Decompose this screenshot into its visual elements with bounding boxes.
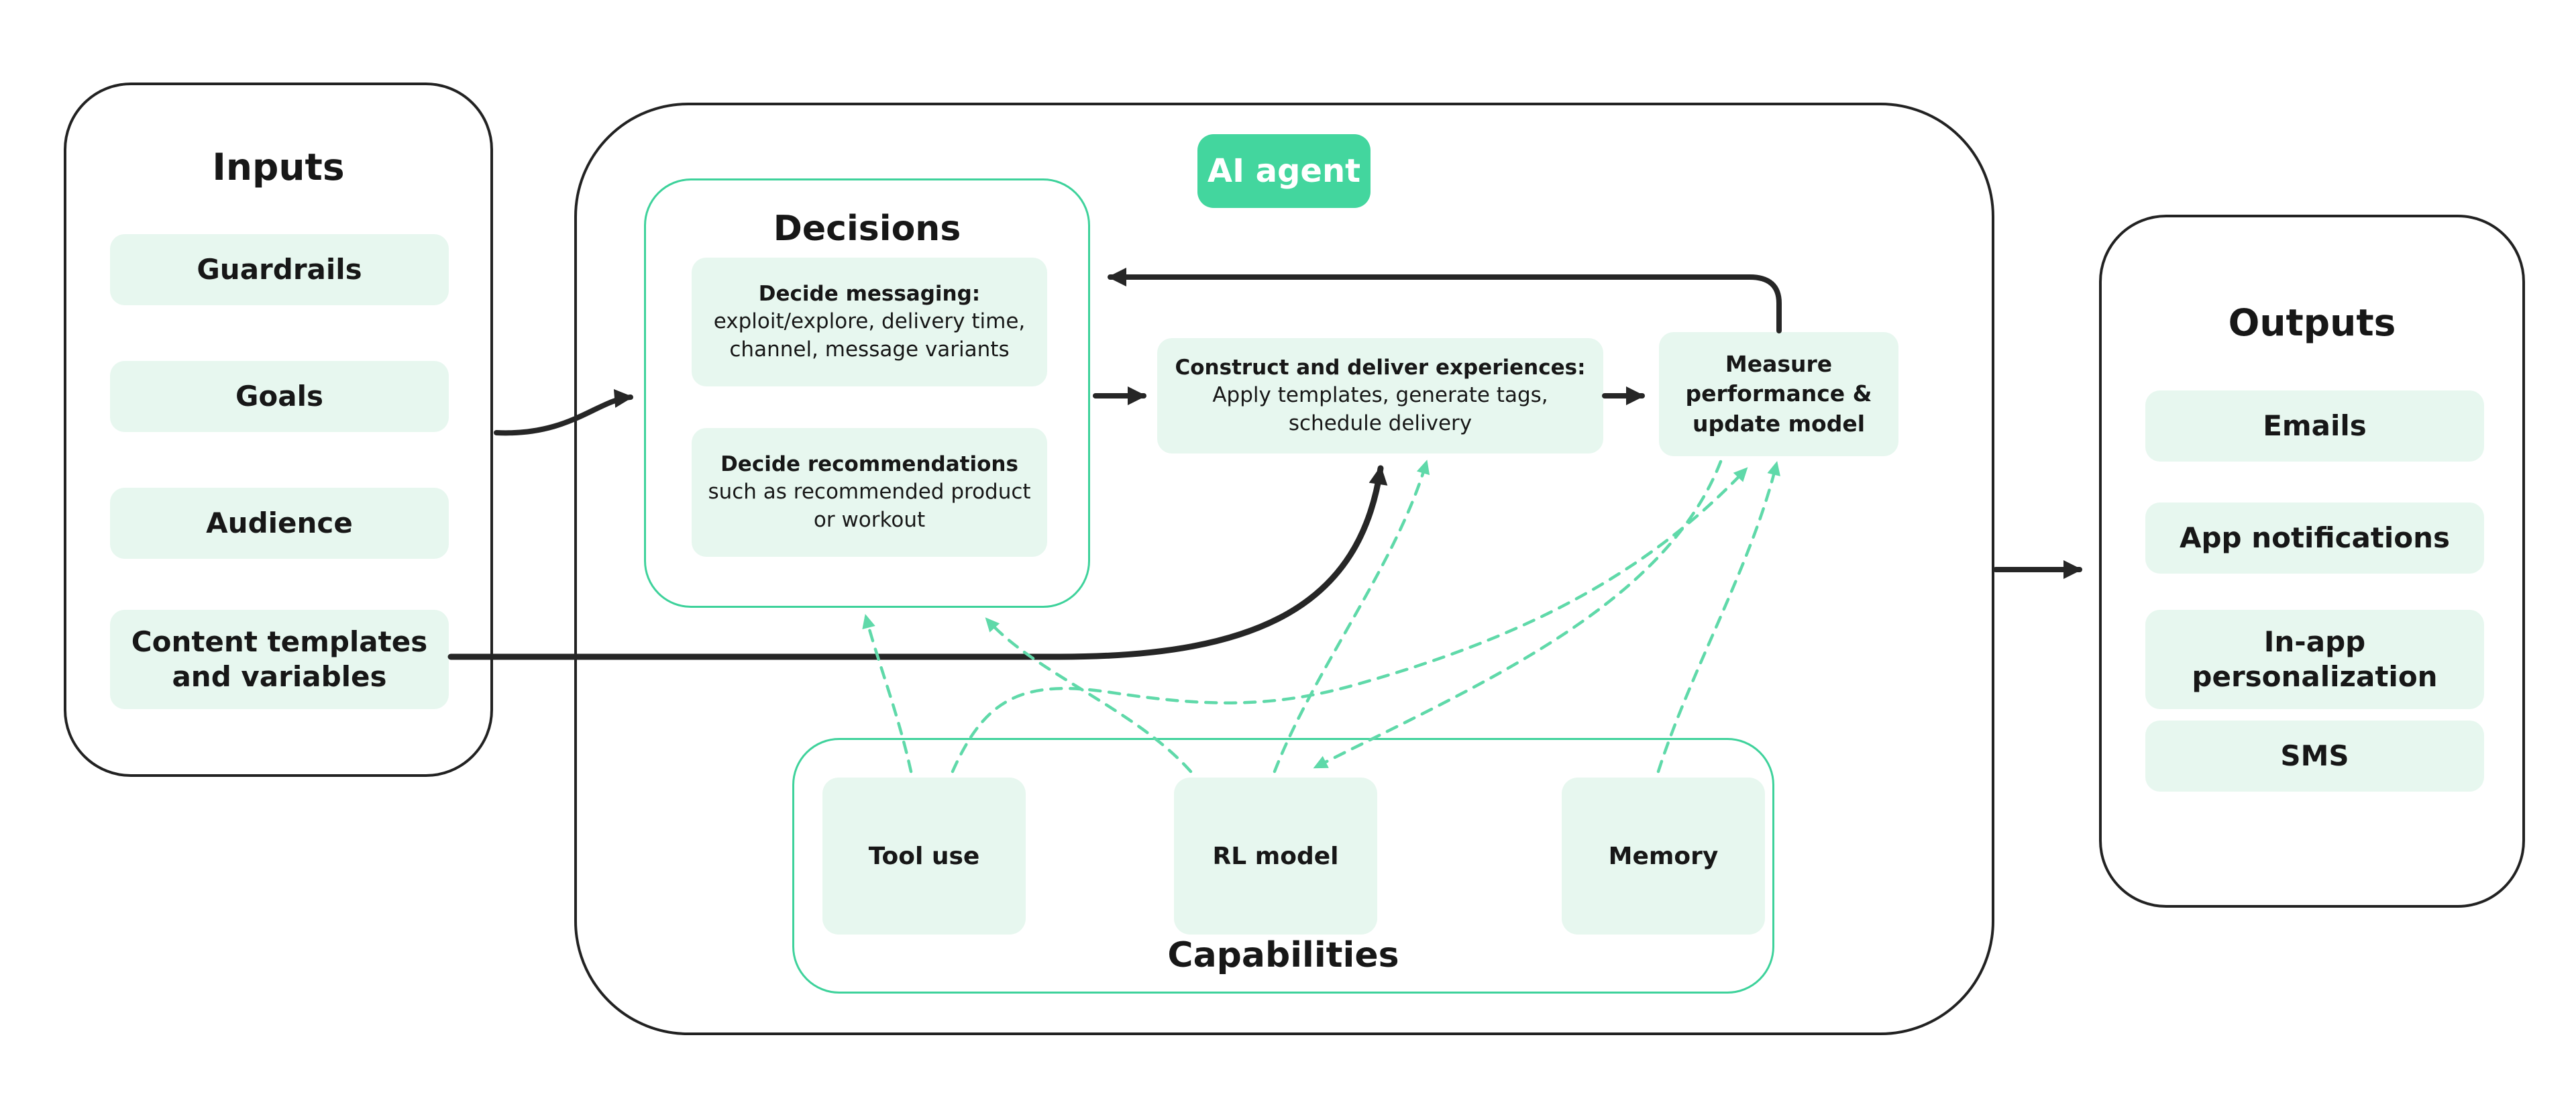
decide-recommendations-heading: Decide recommendations <box>720 452 1018 477</box>
construct-deliver-box: Construct and deliver experiences: Apply… <box>1157 338 1603 454</box>
decide-messaging-detail: exploit/explore, delivery time, channel,… <box>713 309 1026 362</box>
inputs-title: Inputs <box>212 146 345 189</box>
decisions-title: Decisions <box>773 209 961 249</box>
input-item-goals: Goals <box>110 361 449 432</box>
inputs-panel: Inputs Guardrails Goals Audience Content… <box>64 83 493 777</box>
capability-tool-use: Tool use <box>822 778 1026 935</box>
output-item-in-app-personalization: In-app personalization <box>2145 610 2484 709</box>
capabilities-title: Capabilities <box>1167 935 1399 975</box>
decide-messaging-heading: Decide messaging: <box>758 282 981 307</box>
measure-performance-label: Measure performance & update model <box>1685 350 1872 437</box>
input-item-audience: Audience <box>110 488 449 559</box>
construct-deliver-heading: Construct and deliver experiences: <box>1175 356 1586 380</box>
measure-performance-box: Measure performance & update model <box>1659 332 1898 456</box>
capability-memory: Memory <box>1562 778 1765 935</box>
outputs-panel: Outputs Emails App notifications In-app … <box>2099 215 2525 908</box>
output-item-emails: Emails <box>2145 390 2484 462</box>
construct-deliver-detail: Apply templates, generate tags, schedule… <box>1212 383 1548 435</box>
outputs-title: Outputs <box>2228 301 2396 344</box>
decide-recommendations-detail: such as recommended product or workout <box>708 480 1031 532</box>
capability-rl-model: RL model <box>1174 778 1377 935</box>
decide-messaging-card: Decide messaging: exploit/explore, deliv… <box>692 258 1047 386</box>
input-item-content-templates: Content templates and variables <box>110 610 449 709</box>
input-item-guardrails: Guardrails <box>110 234 449 305</box>
output-item-app-notifications: App notifications <box>2145 502 2484 574</box>
ai-agent-badge: AI agent <box>1197 134 1371 208</box>
capabilities-box: Capabilities Tool use RL model Memory <box>792 738 1774 994</box>
decide-recommendations-card: Decide recommendations such as recommend… <box>692 428 1047 557</box>
output-item-sms: SMS <box>2145 721 2484 792</box>
decisions-box: Decisions Decide messaging: exploit/expl… <box>644 178 1090 608</box>
